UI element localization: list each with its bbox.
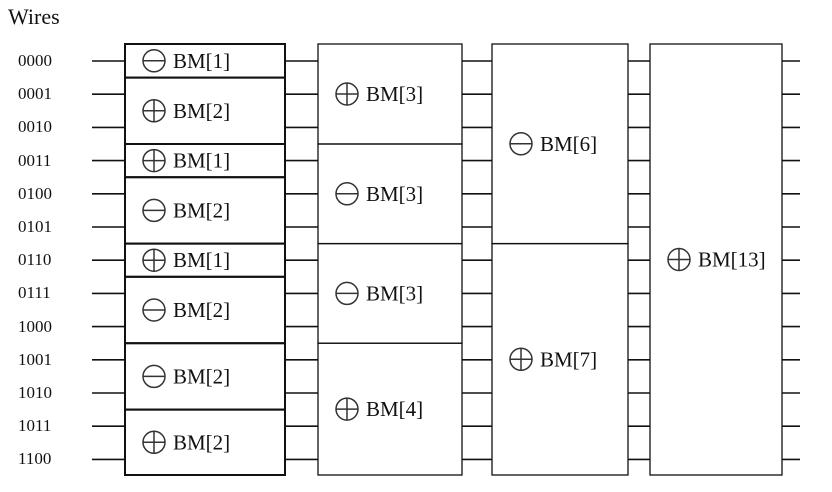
stage-4: BM[13] bbox=[649, 43, 783, 476]
block-label: BM[2] bbox=[173, 99, 230, 123]
wire-label: 0000 bbox=[18, 51, 52, 70]
wire-label: 0101 bbox=[18, 217, 52, 236]
block-label: BM[2] bbox=[173, 430, 230, 454]
block-label: BM[2] bbox=[173, 364, 230, 388]
block-label: BM[6] bbox=[540, 132, 597, 156]
wire-label: 0110 bbox=[18, 250, 52, 270]
wire-label: 1011 bbox=[18, 416, 52, 436]
merge-block bbox=[491, 242, 629, 476]
wire-label: 0001 bbox=[18, 84, 52, 104]
block-label: BM[3] bbox=[366, 182, 423, 206]
wire-label: 0010 bbox=[18, 117, 52, 137]
stage-3: BM[6] BM[7] bbox=[491, 43, 629, 476]
merge-block bbox=[124, 408, 286, 477]
stage-2: BM[3] BM[3] BM[3] BM[4] bbox=[317, 43, 463, 476]
block-label: BM[2] bbox=[173, 198, 230, 222]
merge-block bbox=[649, 43, 783, 476]
wire-label: 1001 bbox=[18, 349, 52, 369]
block-label: BM[13] bbox=[698, 248, 766, 272]
merge-block bbox=[317, 342, 463, 476]
block-label: BM[3] bbox=[366, 82, 423, 106]
block-label: BM[3] bbox=[366, 281, 423, 305]
wire-label: 0111 bbox=[18, 283, 51, 303]
block-label: BM[4] bbox=[366, 397, 423, 421]
wire-label: 1010 bbox=[18, 383, 52, 402]
block-label: BM[1] bbox=[173, 49, 230, 73]
diagram-title: Wires bbox=[8, 4, 60, 29]
wire-label: 1100 bbox=[18, 449, 52, 469]
block-label: BM[1] bbox=[173, 248, 230, 272]
block-label: BM[7] bbox=[540, 347, 597, 371]
wire-label: 0100 bbox=[18, 183, 52, 203]
stage-1: BM[1] BM[2] BM[1] BM[2] BM[1] BM[2] BM[2] BM[2] bbox=[124, 43, 286, 477]
wire-label: 1000 bbox=[18, 316, 52, 336]
block-label: BM[1] bbox=[173, 149, 230, 173]
block-label: BM[2] bbox=[173, 298, 230, 322]
wire-label: 0011 bbox=[18, 150, 52, 170]
